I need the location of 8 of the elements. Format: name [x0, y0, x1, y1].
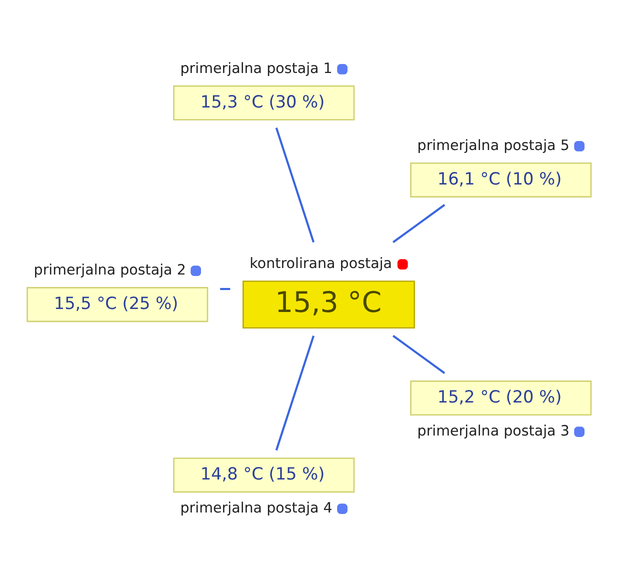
- connector: [392, 204, 446, 243]
- node-label: primerjalna postaja 3: [417, 422, 570, 439]
- connector: [275, 126, 315, 242]
- connector: [220, 287, 230, 290]
- connector: [275, 334, 315, 450]
- node-label: kontrolirana postaja: [250, 256, 392, 272]
- node-label: primerjalna postaja 4: [180, 500, 332, 516]
- connector: [392, 334, 446, 374]
